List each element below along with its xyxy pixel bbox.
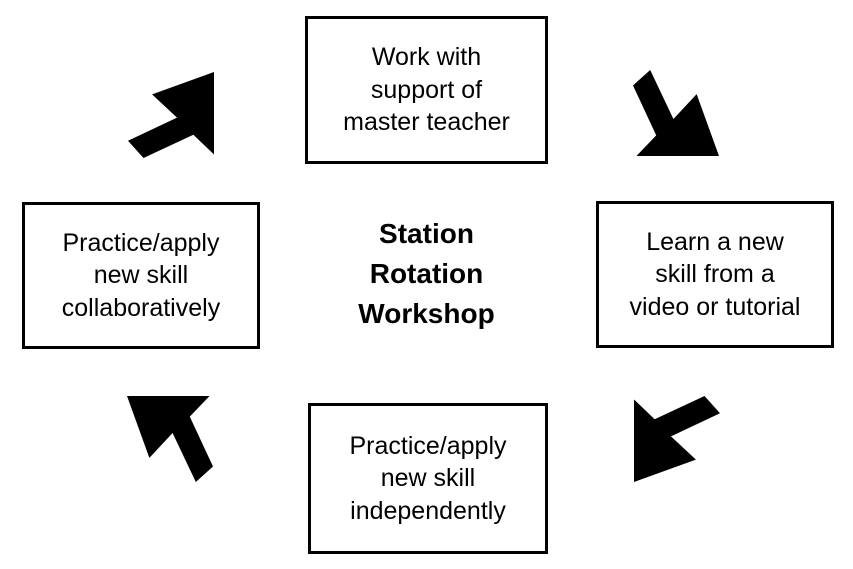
diagram-center-title: Station Rotation Workshop — [358, 218, 495, 329]
node-box-right[interactable]: Learn a new skill from a video or tutori… — [596, 201, 834, 348]
arrow-northwest-icon — [126, 396, 214, 482]
node-box-bottom[interactable]: Practice/apply new skill independently — [308, 403, 548, 554]
arrow-southwest-icon — [633, 396, 721, 482]
node-label-top: Work with support of master teacher — [343, 43, 510, 137]
arrow-northeast-icon — [127, 72, 215, 158]
node-box-top[interactable]: Work with support of master teacher — [305, 16, 548, 164]
node-label-bottom: Practice/apply new skill independently — [349, 431, 507, 525]
node-box-left[interactable]: Practice/apply new skill collaboratively — [22, 202, 260, 349]
node-label-left: Practice/apply new skill collaboratively — [61, 228, 221, 322]
node-label-right: Learn a new skill from a video or tutori… — [629, 227, 801, 321]
arrow-southeast-icon — [632, 70, 720, 156]
